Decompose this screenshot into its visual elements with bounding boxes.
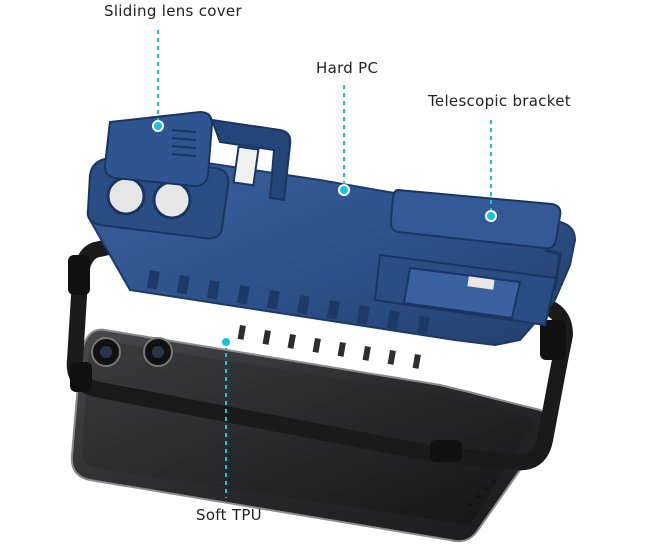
phone-camera-icon (91, 337, 173, 367)
sliding-lens-cover (103, 110, 292, 202)
hard-pc-label: Hard PC (316, 59, 379, 77)
callout-dot-telescopic (485, 210, 497, 222)
soft-tpu-label: Soft TPU (196, 506, 262, 524)
callout-lines (157, 30, 492, 498)
hard-pc-shell (86, 110, 577, 347)
telescopic-bracket-label: Telescopic bracket (428, 92, 571, 110)
case-camera-cutout-icon (106, 176, 192, 220)
soft-tpu-bumper (66, 232, 573, 471)
callout-dot-soft (220, 336, 232, 348)
callout-dot-hard (338, 184, 350, 196)
sliding-lens-cover-label: Sliding lens cover (104, 2, 242, 20)
telescopic-bracket (373, 188, 562, 327)
callout-dot-sliding (152, 120, 164, 132)
callout-dots (152, 120, 497, 348)
